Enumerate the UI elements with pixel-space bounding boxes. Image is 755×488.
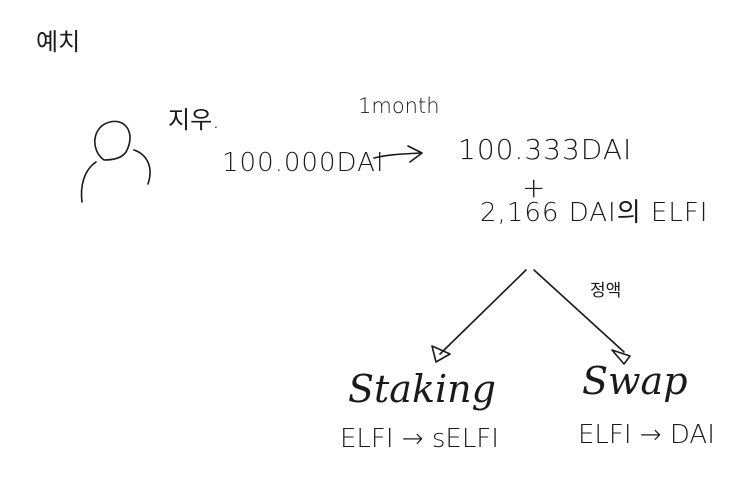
option-staking-desc: ELFI → sELFI: [340, 424, 499, 454]
reward-amount: 2,166 DAI의 ELFI: [480, 198, 709, 228]
balance-amount: 100.333DAI: [458, 133, 633, 166]
option-swap-label: Swap: [582, 359, 688, 403]
arrow-one-month: [373, 145, 423, 163]
plus-sign: +: [522, 171, 546, 204]
page-title: 예치: [36, 28, 81, 56]
option-swap-desc: ELFI → DAI: [578, 420, 715, 450]
person-icon: [80, 120, 151, 203]
option-staking-label: Staking: [348, 367, 496, 411]
arrow-to-swap: [533, 269, 631, 365]
choice-label: 정액: [590, 281, 622, 301]
user-name: 지우.: [168, 106, 220, 134]
period-label: 1month: [358, 94, 440, 118]
arrow-to-staking: [431, 269, 527, 363]
deposit-amount: 100.000DAI: [222, 148, 385, 178]
